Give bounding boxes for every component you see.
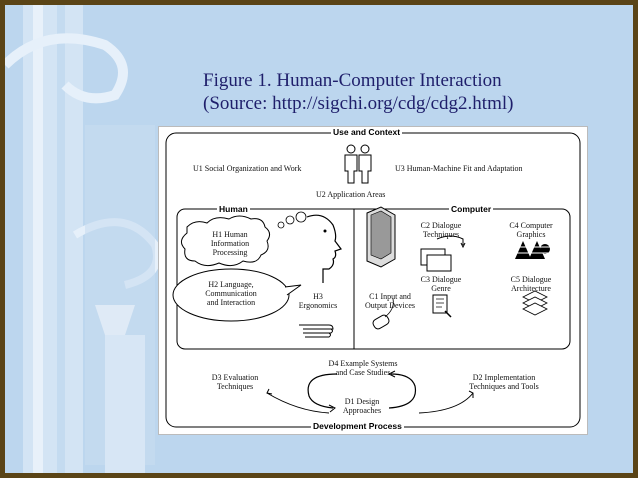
h2-label: H2 Language, Communication and Interacti… xyxy=(196,280,266,307)
h1-line-3: Processing xyxy=(212,248,248,257)
h1-label: H1 Human Information Processing xyxy=(205,230,255,257)
c2-line-1: C2 Dialogue xyxy=(420,221,462,230)
d3-label: D3 Evaluation Techniques xyxy=(203,373,267,391)
c5-line-2: Architecture xyxy=(511,284,551,293)
document-icon xyxy=(432,294,452,318)
d1-line-2: Approaches xyxy=(342,406,382,415)
c4-line-1: C4 Computer xyxy=(509,221,553,230)
c1-label: C1 Input and Output Devices xyxy=(355,292,425,310)
h3-line-1: H3 xyxy=(313,292,323,301)
h3-line-2: Ergonomics xyxy=(298,301,338,310)
h2-line-1: H2 Language, xyxy=(208,280,254,289)
hand-icon xyxy=(299,324,334,338)
d4-line-2: and Case Studies xyxy=(335,368,391,377)
layers-icon xyxy=(522,290,548,316)
hci-diagram: Use and Context Human Computer Developme… xyxy=(158,126,588,435)
c3-label: C3 Dialogue Genre xyxy=(411,275,471,293)
u1-label: U1 Social Organization and Work xyxy=(193,164,302,173)
title-line-2: (Source: http://sigchi.org/cdg/cdg2.html… xyxy=(203,93,514,114)
d2-line-1: D2 Implementation xyxy=(472,373,536,382)
d4-label: D4 Example Systems and Case Studies xyxy=(319,359,407,377)
head-profile-icon xyxy=(306,214,342,283)
human-header: Human xyxy=(217,204,250,214)
c2-line-2: Techniques xyxy=(422,230,460,239)
h2-line-2: Communication xyxy=(205,289,257,298)
title-line-1: Figure 1. Human-Computer Interaction xyxy=(203,70,502,91)
d3-line-2: Techniques xyxy=(216,382,254,391)
c3-line-1: C3 Dialogue xyxy=(420,275,462,284)
c2-label: C2 Dialogue Techniques xyxy=(411,221,471,239)
d3-line-1: D3 Evaluation xyxy=(211,373,259,382)
u2-label: U2 Application Areas xyxy=(316,190,386,199)
development-process-header: Development Process xyxy=(311,421,404,431)
d1-label: D1 Design Approaches xyxy=(329,397,395,415)
c1-line-1: C1 Input and xyxy=(369,292,411,301)
mouse-icon xyxy=(372,314,390,330)
d2-label: D2 Implementation Techniques and Tools xyxy=(459,373,549,391)
u3-label: U3 Human-Machine Fit and Adaptation xyxy=(395,164,523,173)
c1-line-2: Output Devices xyxy=(365,301,415,310)
d4-line-1: D4 Example Systems xyxy=(328,359,398,368)
computer-header: Computer xyxy=(449,204,494,214)
h1-line-2: Information xyxy=(210,239,250,248)
slide-title: Figure 1. Human-Computer Interaction (So… xyxy=(203,69,513,115)
c4-line-2: Graphics xyxy=(516,230,546,239)
d1-line-1: D1 Design xyxy=(344,397,380,406)
use-and-context-header: Use and Context xyxy=(331,127,403,137)
c5-label: C5 Dialogue Architecture xyxy=(501,275,561,293)
c3-line-2: Genre xyxy=(431,284,451,293)
h3-label: H3 Ergonomics xyxy=(293,292,343,310)
dialogue-windows-icon xyxy=(420,235,466,272)
c5-line-1: C5 Dialogue xyxy=(510,275,552,284)
graphics-icon xyxy=(513,239,555,261)
h1-line-1: H1 Human xyxy=(212,230,248,239)
people-icon xyxy=(344,144,372,184)
c4-label: C4 Computer Graphics xyxy=(501,221,561,239)
h2-line-3: and Interaction xyxy=(206,298,256,307)
d2-line-2: Techniques and Tools xyxy=(469,382,539,391)
